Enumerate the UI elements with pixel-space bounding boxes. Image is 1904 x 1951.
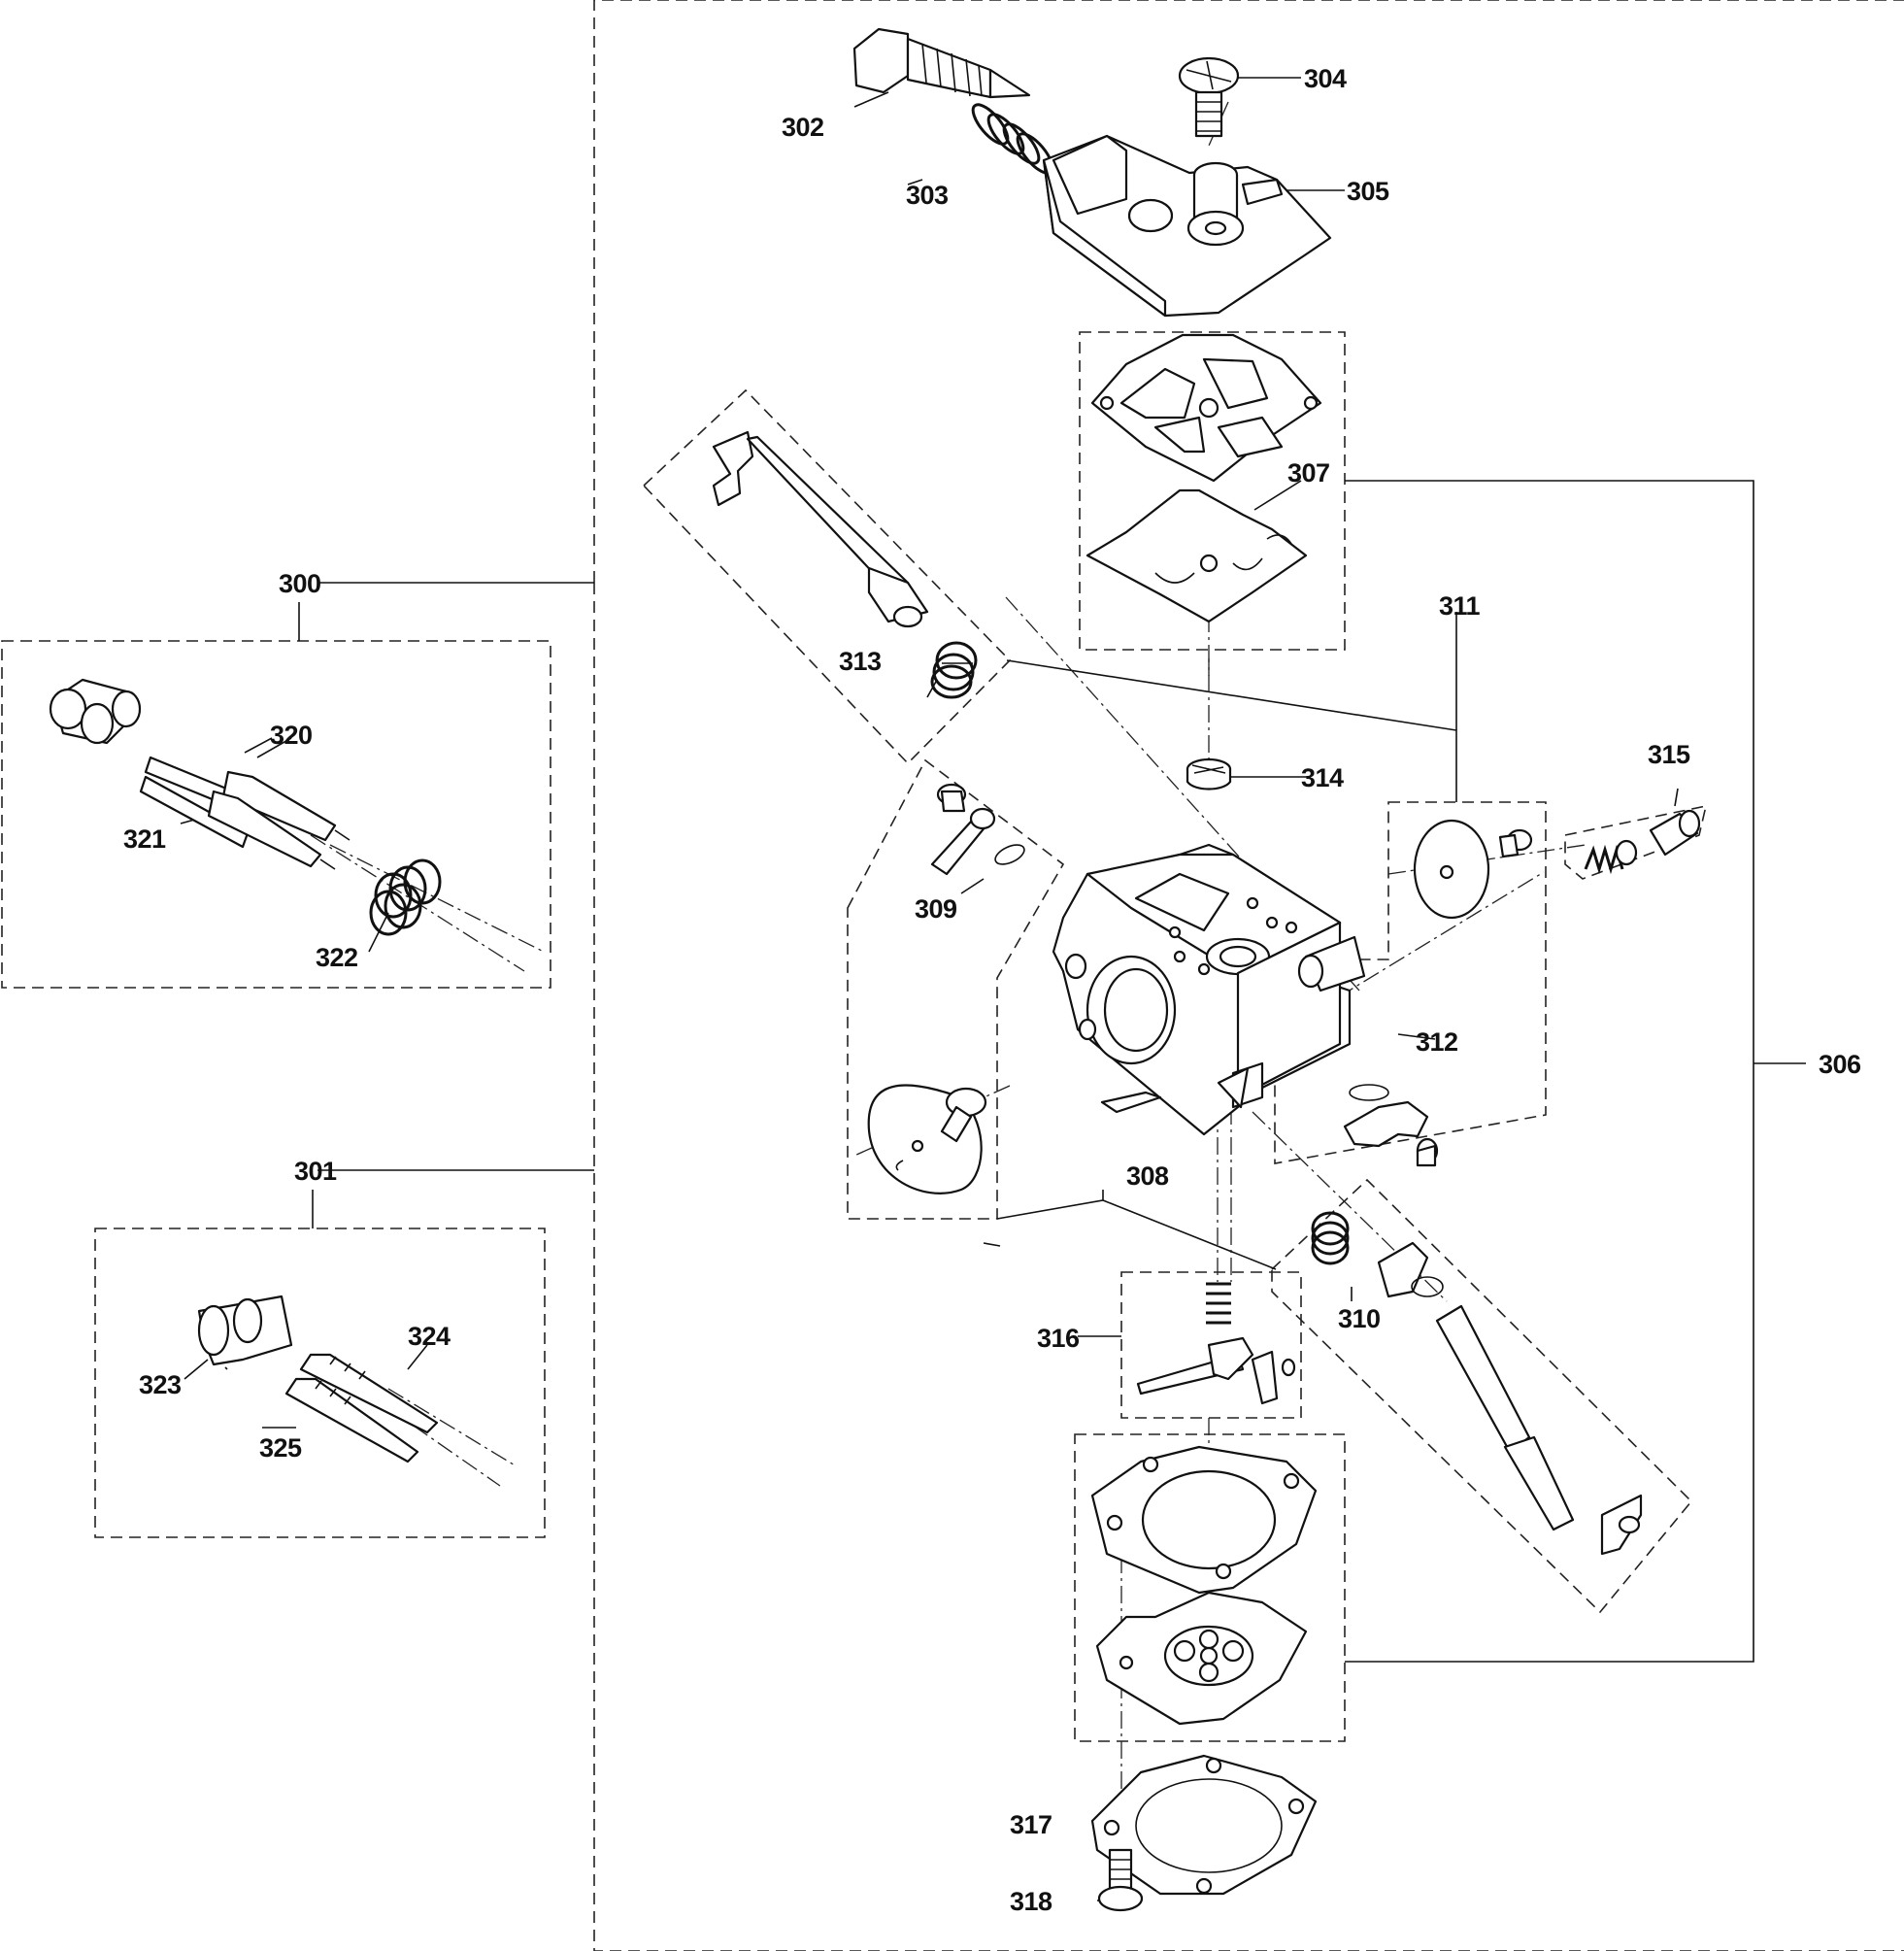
callout-316: 316 bbox=[1037, 1324, 1080, 1353]
inlet-needle-316 bbox=[1136, 1282, 1296, 1405]
gasket-307 bbox=[1086, 333, 1322, 623]
jet-315-frame bbox=[1564, 804, 1708, 880]
throttle-shaft-313-frame bbox=[642, 388, 1012, 765]
cover-317 bbox=[1090, 1754, 1318, 1896]
callout-311: 311 bbox=[1439, 591, 1481, 621]
kit-300-frame bbox=[1, 640, 551, 989]
callout-310: 310 bbox=[1338, 1304, 1381, 1333]
needle-kit-300 bbox=[49, 678, 442, 936]
diaphragm-306-frame bbox=[1074, 1433, 1346, 1742]
choke-shaft-310 bbox=[1311, 1211, 1643, 1556]
callout-307: 307 bbox=[1287, 458, 1330, 488]
callout-306: 306 bbox=[1819, 1050, 1861, 1079]
callout-315: 315 bbox=[1648, 740, 1690, 769]
choke-valve-311 bbox=[1413, 819, 1533, 920]
callout-300: 300 bbox=[279, 569, 321, 598]
spring-303 bbox=[971, 103, 1054, 175]
callout-325: 325 bbox=[259, 1433, 302, 1463]
throttle-valve-309 bbox=[867, 783, 1025, 1194]
callout-320: 320 bbox=[270, 721, 313, 750]
choke-311-frame bbox=[1274, 801, 1547, 1164]
main-assembly-frame-lower bbox=[593, 583, 1904, 1951]
callout-312: 312 bbox=[1416, 1027, 1458, 1057]
throttle-valve-309-frame bbox=[847, 758, 1065, 1220]
gasket-307-frame bbox=[1079, 331, 1346, 651]
carburetor-body bbox=[1052, 843, 1366, 1136]
callout-309: 309 bbox=[915, 894, 957, 924]
callout-305: 305 bbox=[1347, 177, 1389, 206]
throttle-shaft-313 bbox=[712, 430, 978, 699]
needle-kit-301 bbox=[197, 1295, 439, 1463]
screw-318 bbox=[1097, 1848, 1144, 1912]
callout-314: 314 bbox=[1301, 763, 1344, 792]
jet-315 bbox=[1584, 809, 1701, 875]
screw-304 bbox=[1178, 56, 1240, 138]
callout-323: 323 bbox=[139, 1370, 182, 1399]
callout-301: 301 bbox=[294, 1157, 337, 1186]
callout-322: 322 bbox=[316, 943, 358, 972]
main-assembly-frame bbox=[593, 0, 1904, 583]
callout-313: 313 bbox=[839, 647, 882, 676]
callout-317: 317 bbox=[1010, 1810, 1052, 1839]
filter-screen-314 bbox=[1186, 757, 1232, 790]
diaphragm-306 bbox=[1090, 1445, 1318, 1726]
choke-lever-312 bbox=[1343, 1084, 1439, 1167]
callout-303: 303 bbox=[906, 181, 949, 210]
pump-cover-305 bbox=[1042, 134, 1332, 318]
callout-318: 318 bbox=[1010, 1887, 1052, 1916]
callout-324: 324 bbox=[408, 1322, 451, 1351]
inlet-needle-316-frame bbox=[1120, 1271, 1302, 1419]
callout-308: 308 bbox=[1126, 1161, 1169, 1191]
callout-302: 302 bbox=[782, 113, 824, 142]
callout-304: 304 bbox=[1304, 64, 1347, 93]
kit-301-frame bbox=[94, 1228, 546, 1538]
adjusting-screw-302 bbox=[852, 27, 1031, 99]
callout-321: 321 bbox=[123, 824, 166, 854]
